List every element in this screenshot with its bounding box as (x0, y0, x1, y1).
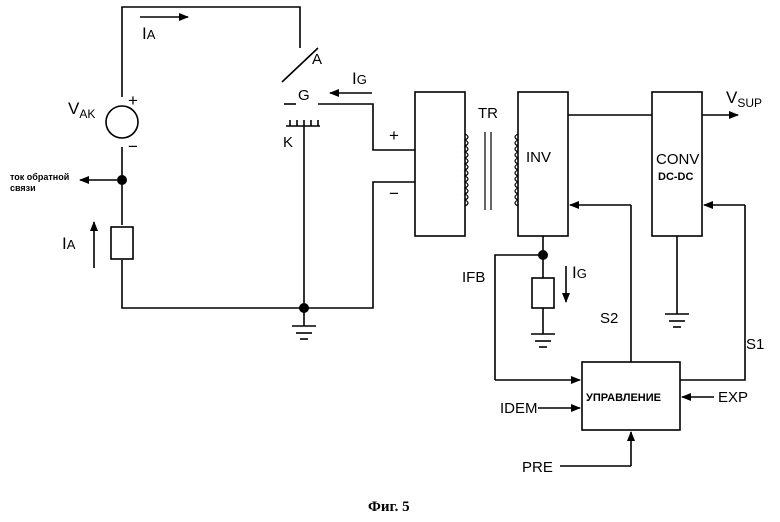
label-feedback: ток обратнойсвязи (10, 172, 69, 193)
inv-node (538, 250, 548, 260)
label-s1: S1 (746, 336, 764, 353)
label-conv-1: CONV (656, 151, 699, 168)
label-idem: IDEM (500, 400, 538, 417)
label-conv-2: DC-DC (658, 171, 693, 183)
label-inv: INV (526, 149, 551, 166)
label-vak: VAK (68, 99, 95, 121)
label-g: G (298, 87, 310, 104)
feedback-node (117, 175, 127, 185)
label-ifb: IFB (462, 269, 485, 286)
label-k: K (283, 134, 293, 151)
label-pre: PRE (522, 459, 553, 476)
label-tr-plus: + (389, 126, 399, 145)
label-vak-plus: + (128, 91, 138, 110)
label-ia-left: IA (62, 234, 76, 253)
label-exp: EXP (718, 389, 748, 406)
label-control: УПРАВЛЕНИЕ (586, 392, 661, 404)
label-ia-top: IA (142, 24, 156, 43)
ground-node (299, 303, 309, 313)
label-vak-minus: − (128, 137, 138, 156)
label-ig-top: IG (352, 69, 367, 88)
shunt-resistor-left (111, 227, 133, 259)
label-tr-minus: − (389, 184, 399, 203)
label-tr: TR (478, 105, 498, 122)
main-loop-wires (122, 7, 415, 339)
transformer-coils (465, 132, 518, 210)
figure-caption: Фиг. 5 (368, 499, 410, 515)
label-ig-mid: IG (572, 263, 587, 282)
vak-source (106, 106, 138, 138)
label-vsup: VSUP (726, 88, 762, 110)
label-a: A (312, 51, 322, 68)
transformer-primary-box (415, 92, 465, 236)
shunt-resistor-right (532, 278, 554, 308)
label-s2: S2 (600, 310, 618, 327)
